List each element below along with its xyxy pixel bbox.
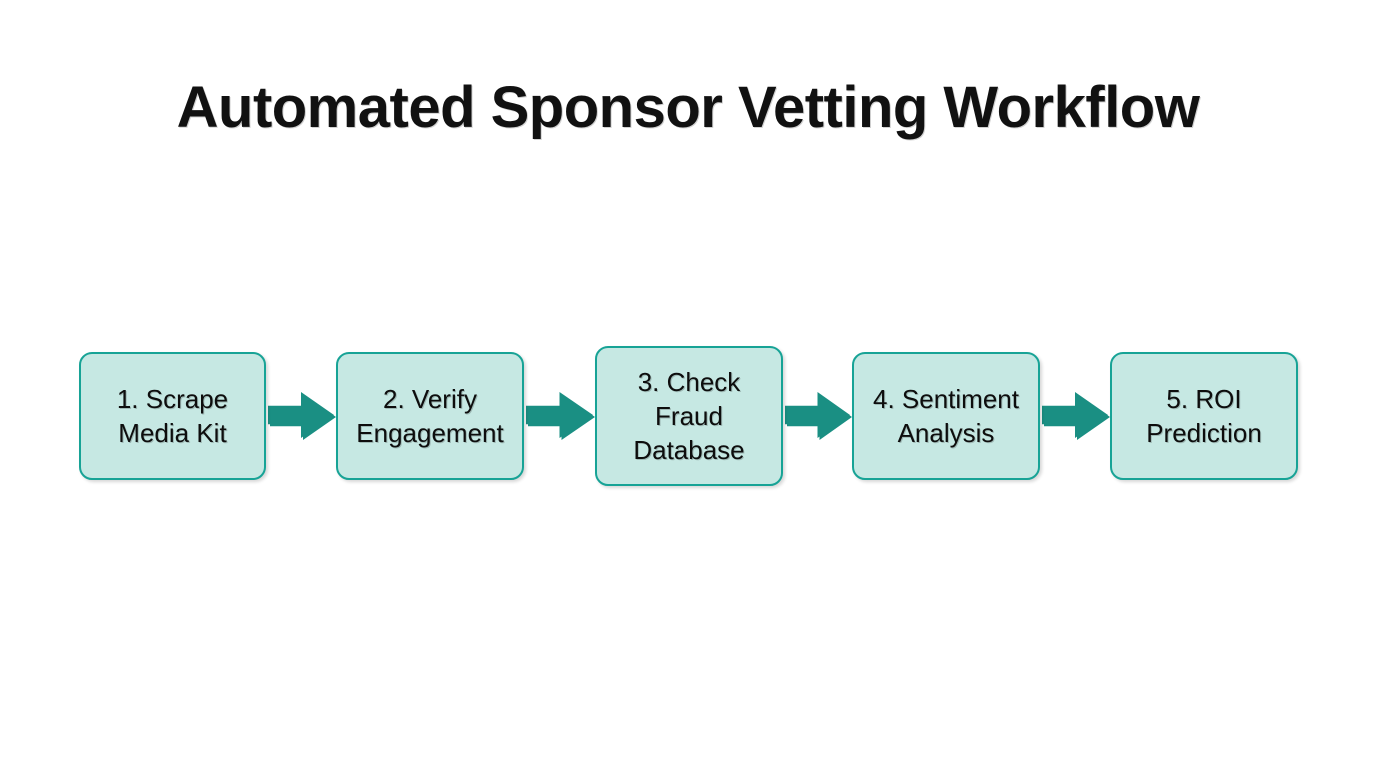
flow-arrow: [268, 392, 336, 440]
arrow-head-shape: [1042, 392, 1108, 438]
flow-node-step-3[interactable]: 3. Check Fraud Database: [595, 346, 783, 486]
flow-node-label: 3. Check Fraud Database: [633, 367, 745, 465]
flow-node-label: 5. ROI Prediction: [1146, 384, 1262, 448]
flow-node-step-1[interactable]: 1. Scrape Media Kit: [79, 352, 266, 480]
flow-arrow: [1042, 392, 1110, 440]
arrow-head-shape: [785, 392, 850, 438]
flow-arrow: [526, 392, 595, 440]
flow-arrow: [785, 392, 852, 440]
workflow-flow-row: 1. Scrape Media Kit 2. Verify Engagement 3…: [0, 330, 1376, 505]
arrow-head-shape: [526, 392, 593, 438]
flow-node-label: 4. Sentiment Analysis: [873, 384, 1019, 448]
page-title: Automated Sponsor Vetting Workflow: [176, 75, 1200, 140]
flow-node-step-5[interactable]: 5. ROI Prediction: [1110, 352, 1298, 480]
arrow-head-shape: [268, 392, 334, 438]
flow-node-step-4[interactable]: 4. Sentiment Analysis: [852, 352, 1040, 480]
flow-node-label: 2. Verify Engagement: [356, 384, 504, 448]
flow-node-step-2[interactable]: 2. Verify Engagement: [336, 352, 524, 480]
flow-node-label: 1. Scrape Media Kit: [116, 384, 229, 448]
